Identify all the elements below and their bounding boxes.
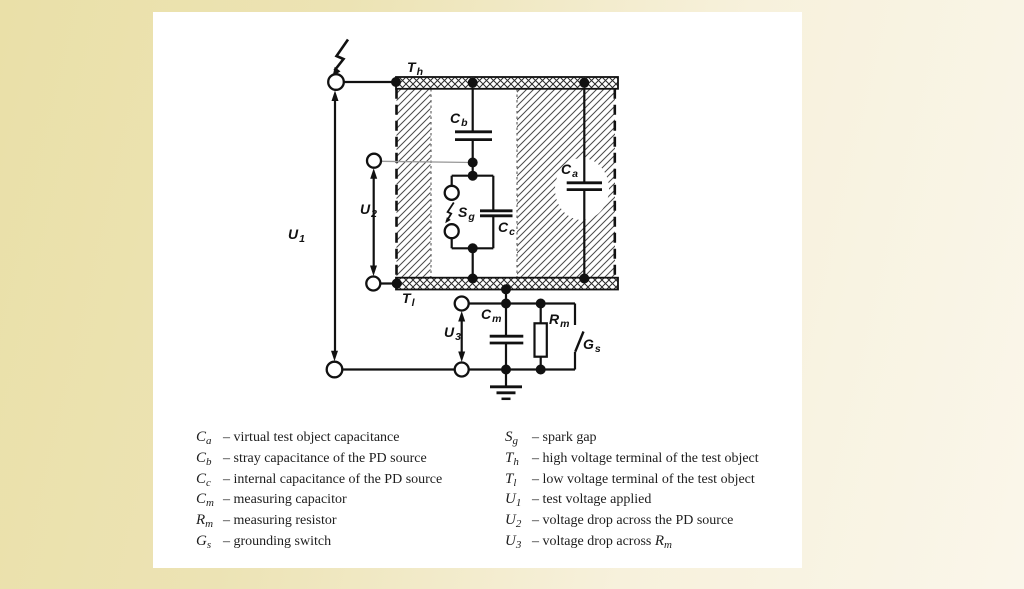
ca-capacitor (566, 181, 602, 191)
label-ca: Ca (561, 161, 578, 180)
legend-item: U2– voltage drop across the PD source (505, 512, 734, 531)
legend-right-column: Sg– spark gap Th– high voltage terminal … (505, 427, 759, 552)
legend-item: Cb– stray capacitance of the PD source (196, 449, 427, 468)
label-u2: U2 (360, 201, 377, 220)
cm-capacitor (489, 334, 524, 345)
legend-item: Cc– internal capacitance of the PD sourc… (196, 470, 443, 489)
spark-gap-bottom-electrode (443, 223, 460, 240)
label-cc: Cc (498, 219, 515, 238)
legend-item: Tl– low voltage terminal of the test obj… (505, 470, 755, 489)
label-th: Th (407, 59, 423, 78)
label-u1: U1 (288, 226, 305, 245)
capacitor-plates (455, 130, 602, 345)
legend-item: Cm– measuring capacitor (196, 491, 347, 510)
legend-item: Th– high voltage terminal of the test ob… (505, 449, 759, 468)
label-sg: Sg (458, 204, 475, 223)
grounding-switch-blade (574, 331, 585, 353)
legend-item: Ca– virtual test object capacitance (196, 429, 400, 447)
label-u3: U3 (444, 324, 461, 343)
legend-item: U1– test voltage applied (505, 491, 652, 510)
dimension-arrows (331, 90, 466, 362)
legend-item: U3– voltage drop across Rm (505, 532, 672, 551)
cc-capacitor (480, 209, 513, 218)
hv-supply-lightning-icon (332, 38, 350, 77)
label-gs: Gs (583, 336, 601, 355)
rm-resistor-box (533, 322, 548, 358)
junction-dots (391, 77, 590, 375)
wires (333, 80, 586, 371)
spark-gap-top-electrode (443, 184, 460, 201)
cb-capacitor (455, 130, 492, 141)
legend-item: Rm– measuring resistor (196, 512, 337, 531)
legend-left-column: Ca– virtual test object capacitance Cb– … (196, 427, 442, 552)
label-cm: Cm (481, 306, 502, 325)
label-cb: Cb (450, 110, 468, 129)
legend-item: Sg– spark gap (505, 429, 597, 447)
label-rm: Rm (549, 311, 570, 330)
terminal-circles (325, 73, 470, 379)
legend-item: Gs– grounding switch (196, 532, 332, 551)
spark-gap-lightning-icon (445, 202, 455, 224)
u2-tap-line (380, 160, 473, 164)
label-tl: Tl (402, 290, 415, 309)
